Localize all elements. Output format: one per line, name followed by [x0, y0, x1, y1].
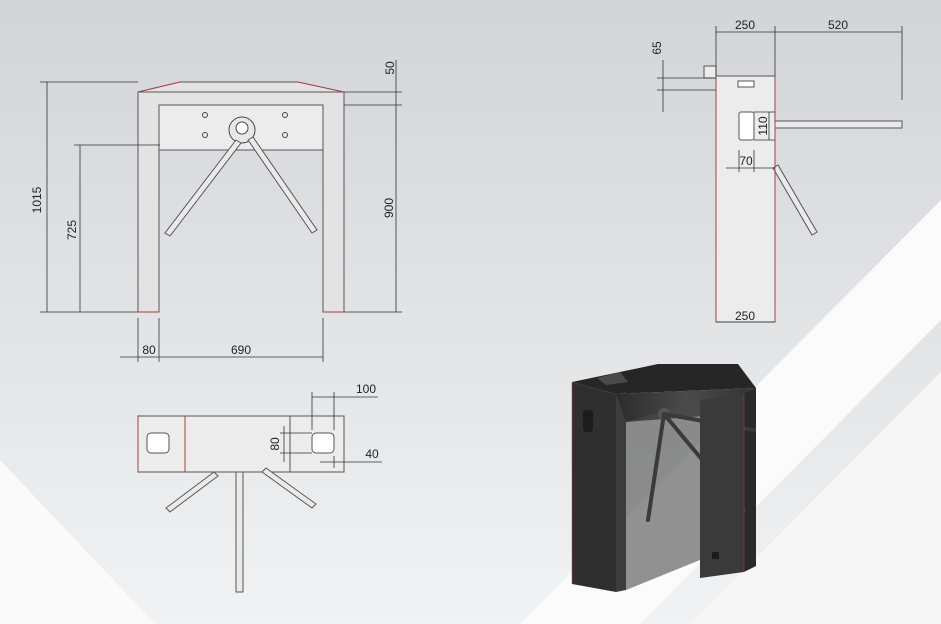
dim-40: 40 [365, 447, 379, 461]
dim-520: 520 [828, 18, 848, 32]
dim-900: 900 [382, 198, 396, 218]
dim-725: 725 [65, 220, 79, 240]
dim-250-bottom: 250 [735, 309, 755, 323]
front-view: 1015 725 900 50 80 690 [30, 60, 402, 362]
dim-50: 50 [383, 61, 397, 75]
dim-70: 70 [739, 154, 753, 168]
dim-1015: 1015 [30, 186, 44, 213]
dim-100: 100 [356, 382, 376, 396]
dim-80-reader: 80 [268, 437, 282, 451]
dim-65: 65 [650, 41, 664, 55]
side-view: 250 520 65 110 70 250 [650, 18, 903, 323]
dim-80-post: 80 [142, 343, 156, 357]
dim-250-top: 250 [735, 18, 755, 32]
turnstile-render [571, 364, 756, 592]
dim-110: 110 [756, 116, 770, 135]
dim-690: 690 [231, 343, 251, 357]
top-view: 100 80 40 [137, 382, 382, 593]
background-band-left [0, 460, 155, 624]
